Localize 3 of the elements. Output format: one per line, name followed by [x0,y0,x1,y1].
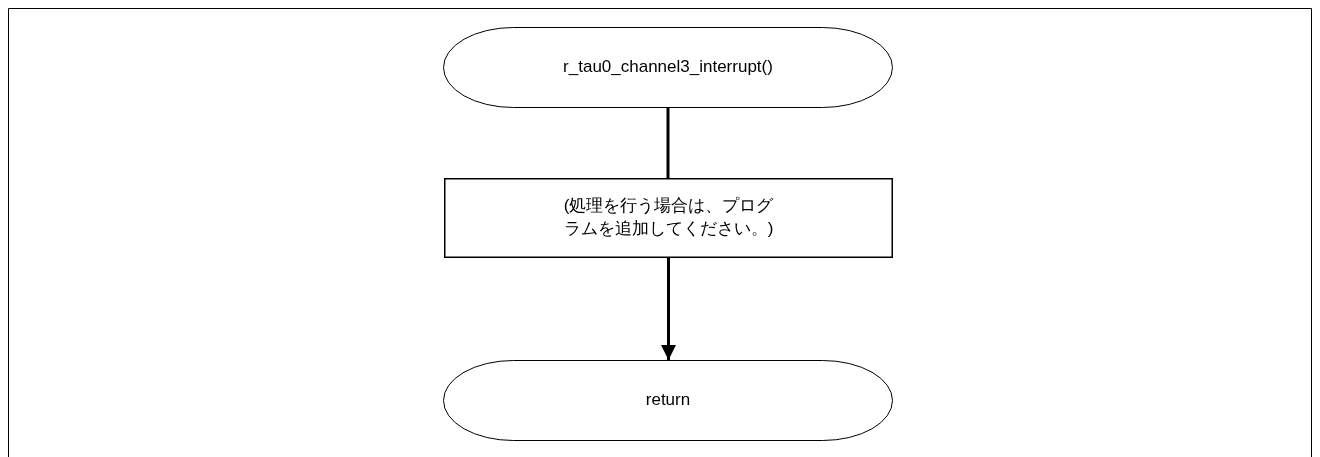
connector-line [666,108,670,178]
process-box: (処理を行う場合は、プログラムを追加してください。) [444,178,893,258]
arrow [661,258,676,360]
